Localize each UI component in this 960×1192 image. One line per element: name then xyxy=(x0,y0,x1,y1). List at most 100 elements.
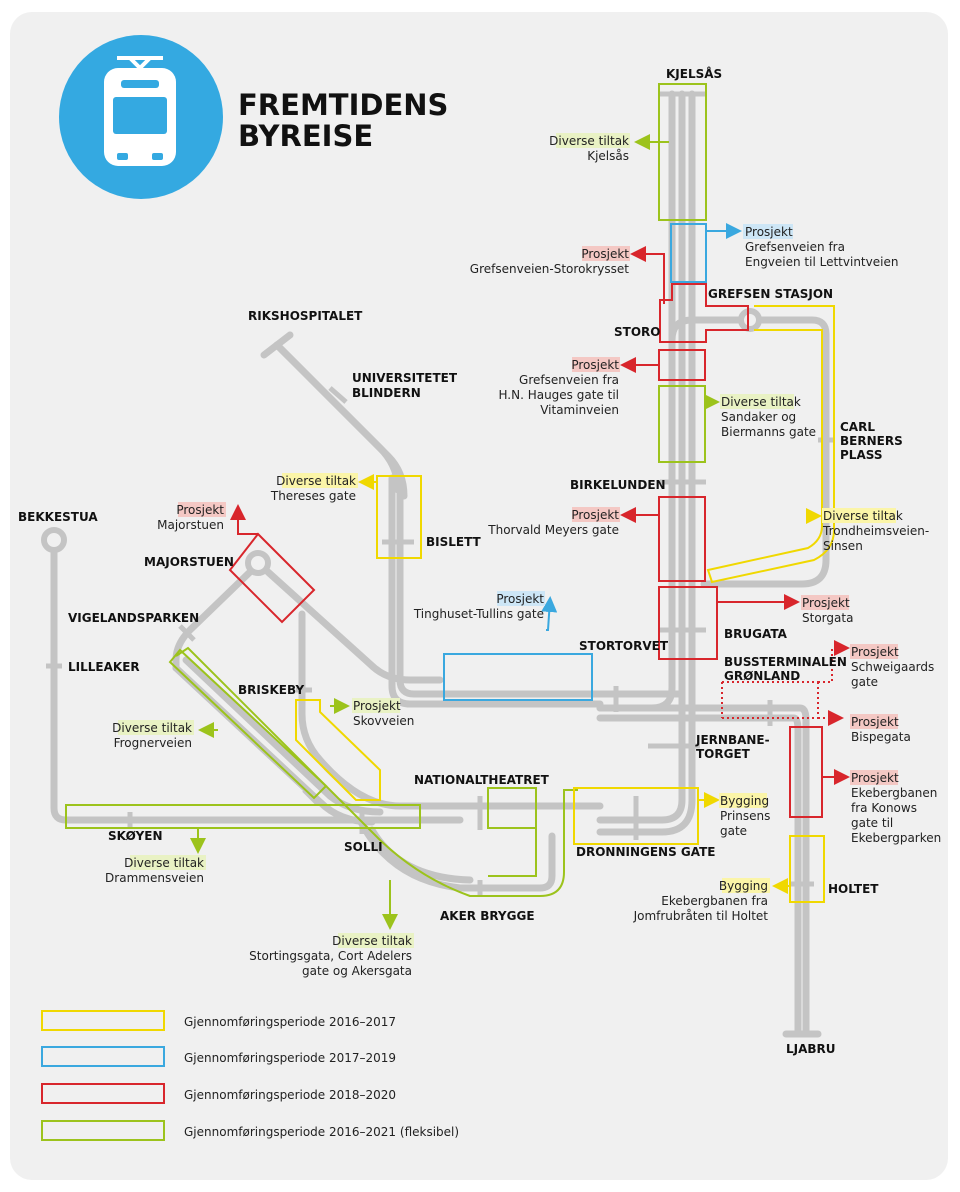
annotation-grefsenveien-engveien-line1: Grefsenveien fra xyxy=(745,240,845,254)
highlight-boxes xyxy=(65,83,835,903)
annotation-ekebergbanen-konows-line1: Ekebergbanen xyxy=(851,786,937,800)
station-jernbanetorget-line2: TORGET xyxy=(696,747,751,761)
annotation-drammensveien-line1: Drammensveien xyxy=(105,871,204,885)
annotation-grefsenveien-engveien-line2: Engveien til Lettvintveien xyxy=(745,255,898,269)
station-holtet: HOLTET xyxy=(828,882,879,896)
annotation-schweigaards-line2: gate xyxy=(851,675,878,689)
annotation-grefsenveien-hn-line3: Vitaminveien xyxy=(540,403,619,417)
tag-grefsenveien-hn: Prosjekt xyxy=(571,358,619,372)
station-vigelandsparken: VIGELANDSPARKEN xyxy=(68,611,199,625)
legend-swatch-blue xyxy=(41,1046,165,1067)
tag-ekebergbanen-konows: Prosjekt xyxy=(851,771,899,785)
annotation-majorstuen-line1: Majorstuen xyxy=(157,518,224,532)
station-bussterminalen-line2: GRØNLAND xyxy=(724,669,800,683)
station-carl-line2: BERNERS xyxy=(840,434,903,448)
station-ljabru: LJABRU xyxy=(786,1042,836,1056)
annotation-ekebergbanen-konows-line2: fra Konows xyxy=(851,801,917,815)
annotation-theresesgate-line1: Thereses gate xyxy=(270,489,356,503)
tag-grefsenveien-engveien: Prosjekt xyxy=(745,225,793,239)
annotation-sandaker-line2: Biermanns gate xyxy=(721,425,816,439)
legend: Gjennomføringsperiode 2016–2017 Gjennomf… xyxy=(41,1010,459,1141)
legend-swatch-yellow xyxy=(41,1010,165,1031)
annotation-sandaker-line1: Sandaker og xyxy=(721,410,796,424)
station-ticks xyxy=(46,91,834,896)
annotation-schweigaards-line1: Schweigaards xyxy=(851,660,934,674)
station-grefsen-stasjon: GREFSEN STASJON xyxy=(708,287,833,301)
legend-item-1: Gjennomføringsperiode 2016–2017 xyxy=(184,1015,396,1029)
station-birkelunden: BIRKELUNDEN xyxy=(570,478,666,492)
station-rikshospitalet: RIKSHOSPITALET xyxy=(248,309,363,323)
annotation-trondheimsveien-line1: Trondheimsveien- xyxy=(822,524,929,538)
legend-swatch-red xyxy=(41,1083,165,1104)
annotation-thorvald-line1: Thorvald Meyers gate xyxy=(487,523,619,537)
station-universitetet-line1: UNIVERSITETET xyxy=(352,371,458,385)
annotation-grefsenveien-hn-line1: Grefsenveien fra xyxy=(519,373,619,387)
annotation-stortingsgata-line2: gate og Akersgata xyxy=(302,964,412,978)
tag-stortingsgata: Diverse tiltak xyxy=(332,934,412,948)
annotation-bispegata-line1: Bispegata xyxy=(851,730,911,744)
tram-logo xyxy=(59,35,223,199)
tag-ekebergbanen-holtet: Bygging xyxy=(719,879,768,893)
tag-thorvald: Prosjekt xyxy=(571,508,619,522)
annotation-ekebergbanen-holtet-line1: Ekebergbanen fra xyxy=(661,894,768,908)
title-line2: BYREISE xyxy=(238,119,373,153)
tag-trondheimsveien: Diverse tiltak xyxy=(823,509,903,523)
annotation-ekebergbanen-holtet-line2: Jomfrubråten til Holtet xyxy=(633,909,769,923)
station-bislett: BISLETT xyxy=(426,535,482,549)
annotation-grefsenveien-hn-line2: H.N. Hauges gate til xyxy=(498,388,619,402)
legend-item-3: Gjennomføringsperiode 2018–2020 xyxy=(184,1088,396,1102)
annotation-kjelsas-line1: Kjelsås xyxy=(587,149,629,163)
annotation-ekebergbanen-konows-line3: gate til xyxy=(851,816,893,830)
annotation-tinghuset-line1: Tinghuset-Tullins gate xyxy=(413,607,544,621)
station-briskeby: BRISKEBY xyxy=(238,683,304,697)
station-carl-line1: CARL xyxy=(840,420,875,434)
annotation-ekebergbanen-konows-line4: Ekebergparken xyxy=(851,831,941,845)
tag-drammensveien: Diverse tiltak xyxy=(124,856,204,870)
tag-grefsenveien-storokrysset: Prosjekt xyxy=(581,247,629,261)
tag-frognerveien: Diverse tiltak xyxy=(112,721,192,735)
station-storo: STORO xyxy=(614,325,660,339)
tag-sandaker: Diverse tiltak xyxy=(721,395,801,409)
annotation-skovveien-line1: Skovveien xyxy=(353,714,414,728)
station-bussterminalen-line1: BUSSTERMINALEN xyxy=(724,655,847,669)
tag-prinsens: Bygging xyxy=(720,794,769,808)
tag-storgata: Prosjekt xyxy=(802,596,850,610)
legend-swatch-green xyxy=(41,1120,165,1141)
annotation-storgata-line1: Storgata xyxy=(802,611,853,625)
station-bekkestua: BEKKESTUA xyxy=(18,510,98,524)
station-dronningens-gate: DRONNINGENS GATE xyxy=(576,845,716,859)
tracks xyxy=(41,90,830,1038)
tag-schweigaards: Prosjekt xyxy=(851,645,899,659)
title-line1: FREMTIDENS xyxy=(238,88,448,122)
tag-skovveien: Prosjekt xyxy=(353,699,401,713)
tag-bispegata: Prosjekt xyxy=(851,715,899,729)
annotation-prinsens-line1: Prinsens xyxy=(720,809,770,823)
annotation-stortingsgata-line1: Stortingsgata, Cort Adelers xyxy=(249,949,412,963)
station-stortorvet: STORTORVET xyxy=(579,639,669,653)
tag-kjelsas: Diverse tiltak xyxy=(549,134,629,148)
annotation-grefsenveien-storokrysset-line1: Grefsenveien-Storokrysset xyxy=(470,262,630,276)
station-universitetet-line2: BLINDERN xyxy=(352,386,421,400)
station-majorstuen: MAJORSTUEN xyxy=(144,555,234,569)
legend-item-4: Gjennomføringsperiode 2016–2021 (fleksib… xyxy=(184,1125,459,1139)
station-labels: KJELSÅS GREFSEN STASJON STORO CARL BERNE… xyxy=(18,66,903,1056)
legend-item-2: Gjennomføringsperiode 2017–2019 xyxy=(184,1051,396,1065)
annotation-frognerveien-line1: Frognerveien xyxy=(114,736,192,750)
station-brugata: BRUGATA xyxy=(724,627,788,641)
annotation-trondheimsveien-line2: Sinsen xyxy=(823,539,863,553)
annotations: Diverse tiltak Kjelsås Prosjekt Grefsenv… xyxy=(105,133,941,978)
annotation-prinsens-line2: gate xyxy=(720,824,747,838)
station-kjelsas: KJELSÅS xyxy=(666,66,722,81)
station-nationaltheatret: NATIONALTHEATRET xyxy=(414,773,550,787)
station-solli: SOLLI xyxy=(344,840,383,854)
station-lilleaker: LILLEAKER xyxy=(68,660,140,674)
station-carl-line3: PLASS xyxy=(840,448,882,462)
station-jernbanetorget-line1: JERNBANE- xyxy=(695,733,770,747)
connector-arrows xyxy=(190,134,850,930)
tag-tinghuset: Prosjekt xyxy=(496,592,544,606)
tag-theresesgate: Diverse tiltak xyxy=(276,474,356,488)
station-aker-brygge: AKER BRYGGE xyxy=(440,909,535,923)
station-skoyen: SKØYEN xyxy=(108,829,163,843)
tag-majorstuen: Prosjekt xyxy=(176,503,224,517)
